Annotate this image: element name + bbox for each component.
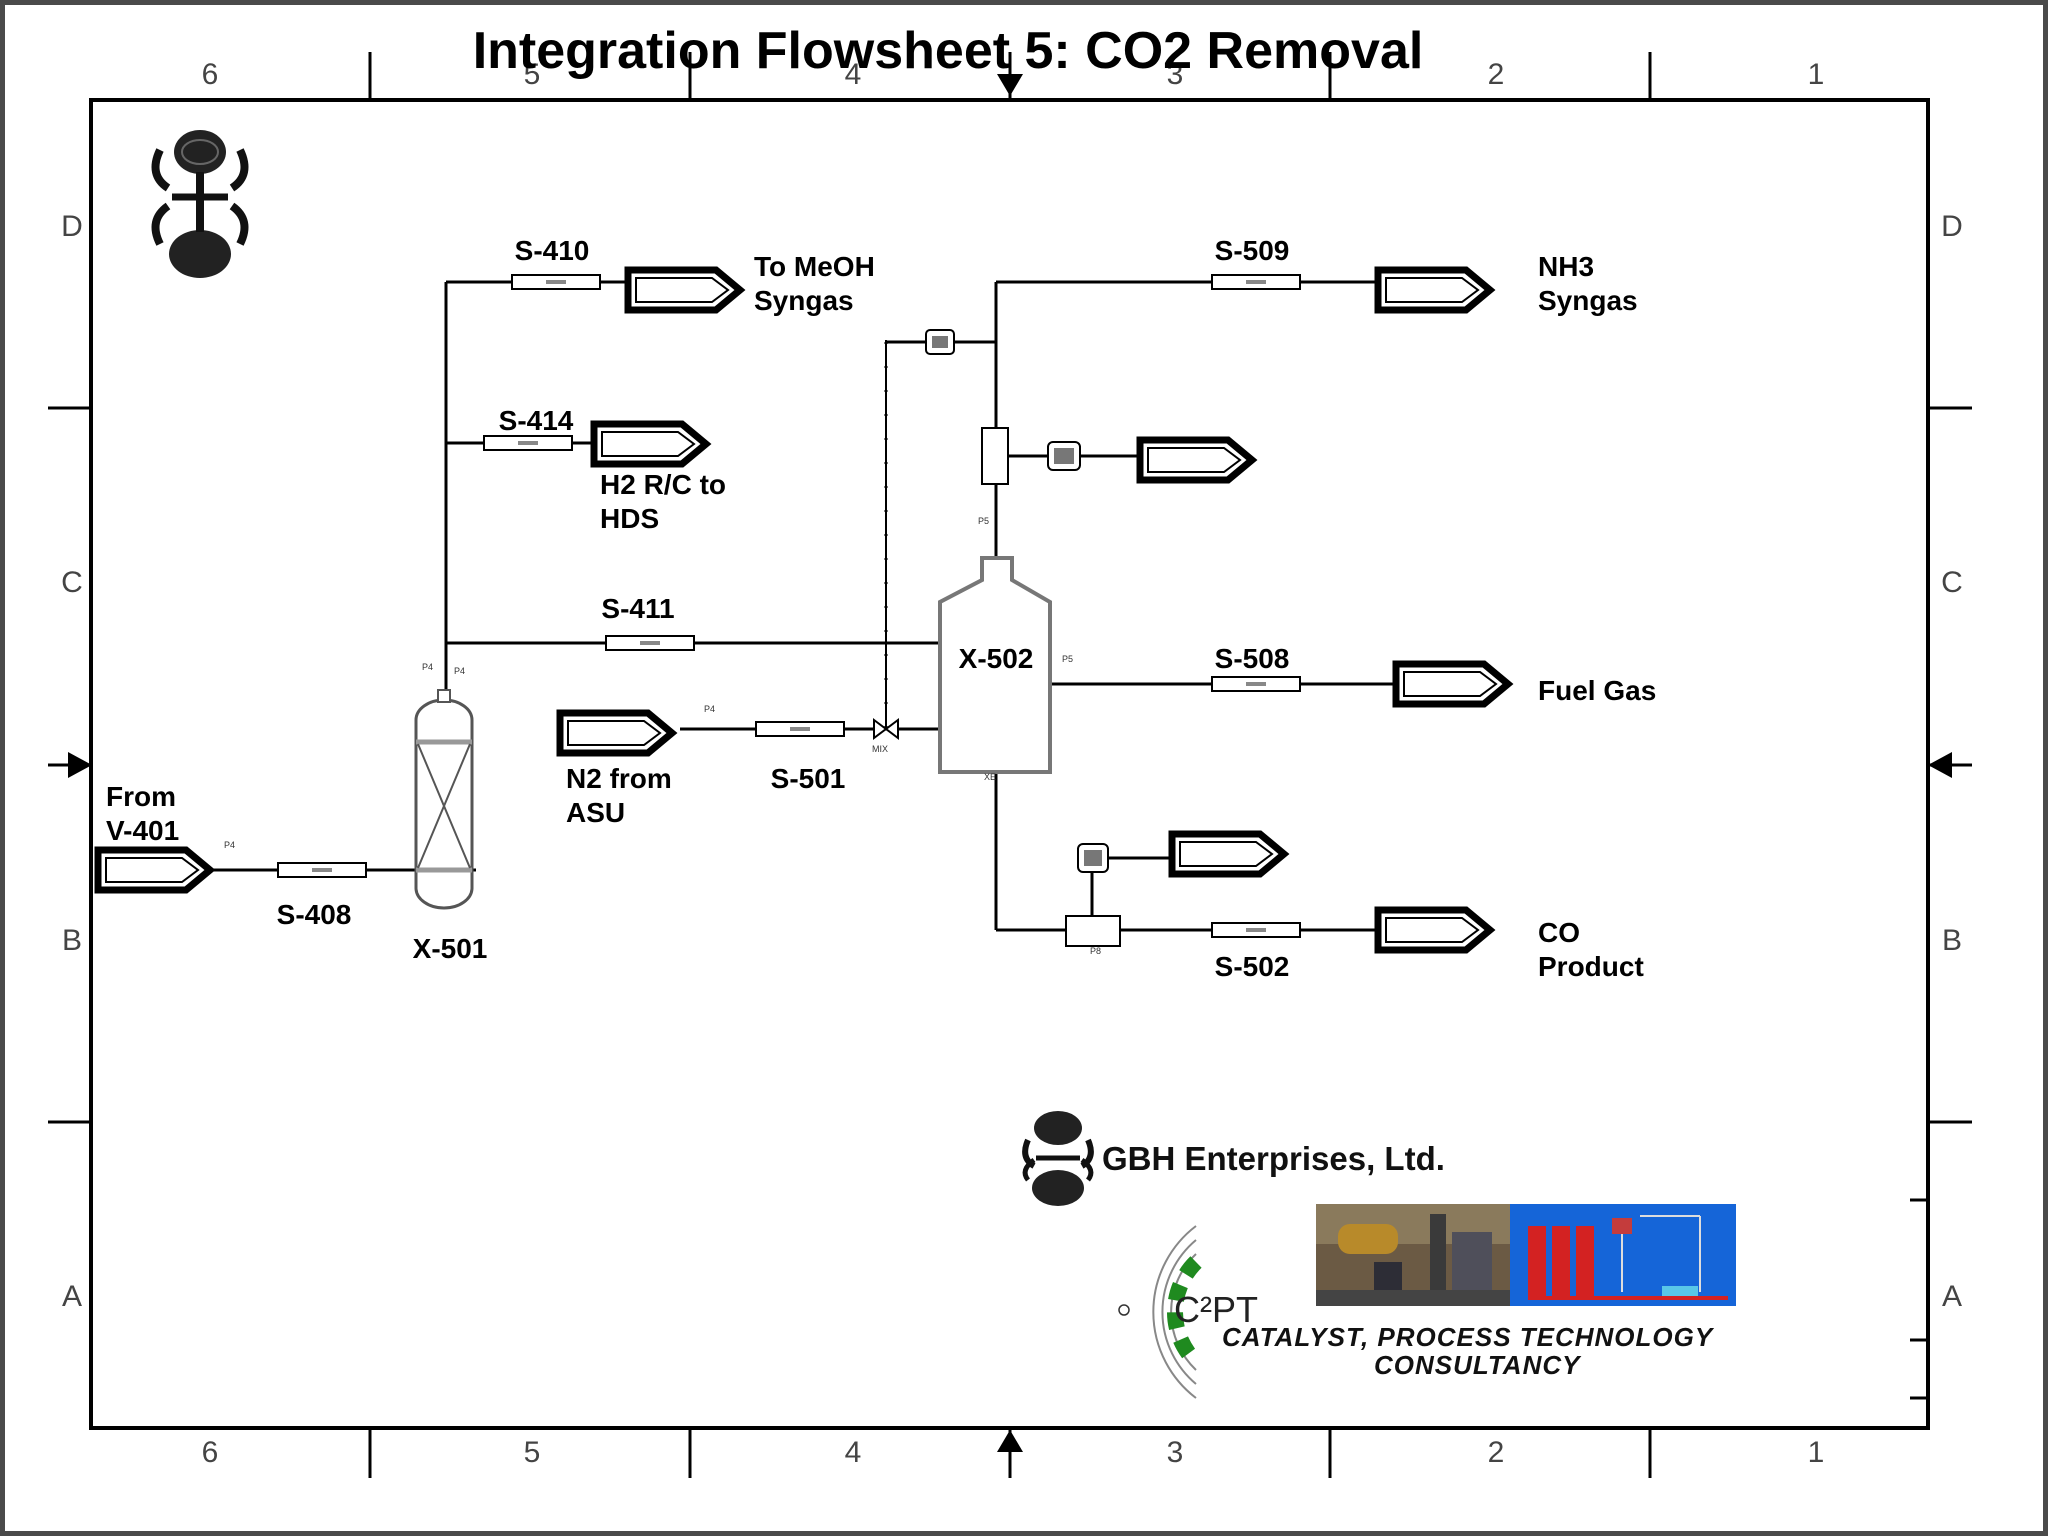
- terminal-label-h2-rc-2: HDS: [600, 503, 659, 534]
- vessel-x502[interactable]: [938, 556, 1052, 774]
- terminal-to-meoh[interactable]: [628, 270, 740, 310]
- terminal-purge-upper[interactable]: [1140, 440, 1252, 480]
- stream-box-s411[interactable]: [605, 635, 695, 651]
- grid-col-bottom-5: 2: [1488, 1436, 1505, 1469]
- terminal-label-h2-rc-1: H2 R/C to: [600, 469, 726, 500]
- stream-box-s509[interactable]: [1211, 274, 1301, 290]
- grid-col-top-2: 5: [524, 58, 541, 91]
- equipment-label-x502: X-502: [959, 643, 1034, 674]
- grid-col-top-5: 2: [1488, 58, 1505, 91]
- svg-text:MIX: MIX: [872, 744, 888, 754]
- grid-col-top-4: 3: [1167, 58, 1184, 91]
- company-name: GBH Enterprises, Ltd.: [1102, 1140, 1445, 1177]
- consultancy-line-1: CATALYST, PROCESS TECHNOLOGY: [1222, 1322, 1715, 1352]
- terminal-label-n2-asu-2: ASU: [566, 797, 625, 828]
- consultancy-line-2: CONSULTANCY: [1374, 1350, 1582, 1380]
- grid-col-top-1: 6: [202, 58, 219, 91]
- terminal-h2-rc[interactable]: [594, 424, 706, 464]
- stream-label-s408: S-408: [277, 899, 352, 930]
- terminal-label-to-meoh-1: To MeOH: [754, 251, 875, 282]
- stream-label-s509: S-509: [1215, 235, 1290, 266]
- centring-arrows: [48, 66, 1972, 1478]
- terminal-label-n2-asu-1: N2 from: [566, 763, 672, 794]
- plant-photo-left: [1316, 1204, 1510, 1306]
- mixer-valve[interactable]: [873, 718, 899, 740]
- stream-box-s508[interactable]: [1211, 676, 1301, 692]
- grid-col-bottom-6: 1: [1808, 1436, 1825, 1469]
- terminal-purge-lower[interactable]: [1172, 834, 1284, 874]
- gbh-emblem-icon: [151, 130, 249, 278]
- page-title: Integration Flowsheet 5: CO2 Removal: [473, 22, 1424, 80]
- svg-text:P4: P4: [454, 666, 465, 676]
- terminal-label-co-product-1: CO: [1538, 917, 1580, 948]
- grid-row-left-2: C: [61, 566, 83, 599]
- svg-text:P4: P4: [224, 840, 235, 850]
- svg-text:P5: P5: [1062, 654, 1073, 664]
- stream-box-s414[interactable]: [483, 435, 573, 451]
- terminal-fuel-gas[interactable]: [1396, 664, 1508, 704]
- grid-col-top-3: 4: [845, 58, 862, 91]
- stream-label-s508: S-508: [1215, 643, 1290, 674]
- grid-row-right-4: A: [1942, 1280, 1962, 1313]
- svg-text:P4: P4: [704, 704, 715, 714]
- terminal-n2-asu[interactable]: [560, 713, 672, 753]
- terminal-label-nh3-2: Syngas: [1538, 285, 1638, 316]
- stream-box-s410[interactable]: [511, 274, 601, 290]
- terminal-label-from-v401-1: From: [106, 781, 176, 812]
- grid-row-right-3: B: [1942, 924, 1962, 957]
- grid-col-bottom-2: 5: [524, 1436, 541, 1469]
- stream-label-s414: S-414: [499, 405, 574, 436]
- grid-col-top-6: 1: [1808, 58, 1825, 91]
- svg-text:P4: P4: [422, 662, 433, 672]
- instrument-marks: [932, 336, 1102, 866]
- stream-box-s408[interactable]: [277, 862, 367, 878]
- grid-row-right-1: D: [1941, 210, 1963, 243]
- grid-row-left-3: B: [62, 924, 82, 957]
- grid-row-left-4: A: [62, 1280, 82, 1313]
- terminal-nh3[interactable]: [1378, 270, 1490, 310]
- c2pt-mark: C²PT: [1174, 1289, 1258, 1330]
- terminal-label-from-v401-2: V-401: [106, 815, 179, 846]
- grid-col-bottom-3: 4: [845, 1436, 862, 1469]
- plant-schematic-right: [1510, 1204, 1736, 1306]
- grid-col-bottom-4: 3: [1167, 1436, 1184, 1469]
- terminal-label-to-meoh-2: Syngas: [754, 285, 854, 316]
- grid-col-bottom-1: 6: [202, 1436, 219, 1469]
- stream-label-s410: S-410: [515, 235, 590, 266]
- terminal-co-product[interactable]: [1378, 910, 1490, 950]
- terminal-from-v401[interactable]: [98, 850, 210, 890]
- svg-text:P8: P8: [1090, 946, 1101, 956]
- stream-label-s501: S-501: [771, 763, 846, 794]
- svg-text:P5: P5: [978, 516, 989, 526]
- column-x501[interactable]: [414, 689, 474, 910]
- terminal-label-co-product-2: Product: [1538, 951, 1644, 982]
- grid-row-left-1: D: [61, 210, 83, 243]
- equipment-label-x501: X-501: [413, 933, 488, 964]
- grid-row-right-2: C: [1941, 566, 1963, 599]
- stream-box-s502[interactable]: [1211, 922, 1301, 938]
- svg-text:XE: XE: [984, 772, 996, 782]
- terminal-label-fuel-gas: Fuel Gas: [1538, 675, 1656, 706]
- c2pt-logo-icon: [1118, 1225, 1202, 1399]
- gbh-small-emblem-icon: [1022, 1111, 1094, 1206]
- terminal-label-nh3-1: NH3: [1538, 251, 1594, 282]
- stream-label-s411: S-411: [601, 593, 674, 624]
- stream-label-s502: S-502: [1215, 951, 1290, 982]
- stream-box-s501[interactable]: [755, 721, 845, 737]
